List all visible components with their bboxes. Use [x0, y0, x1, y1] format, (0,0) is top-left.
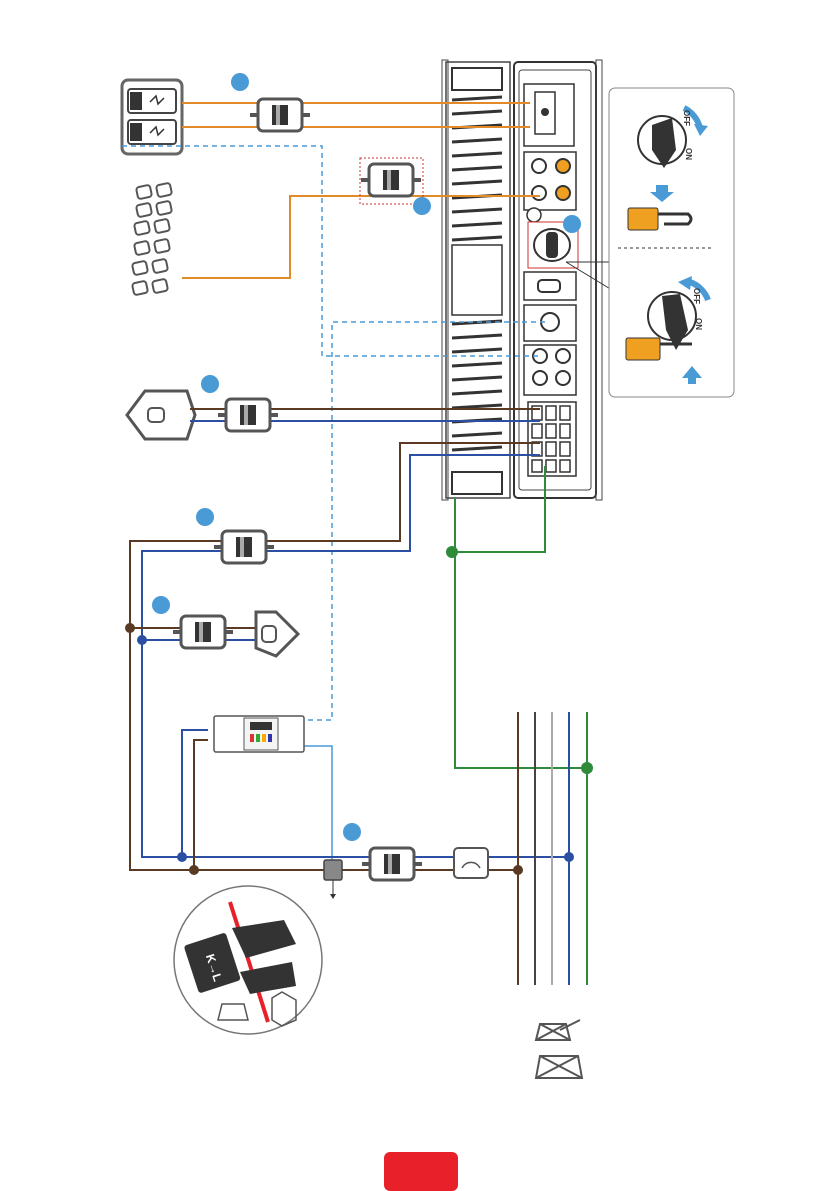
energy-meter-icon	[454, 848, 488, 878]
svg-text:ON: ON	[694, 318, 703, 330]
smart-meter-icon	[214, 716, 304, 752]
ac-breaker-icon	[361, 164, 421, 196]
ac-terminal-block	[528, 402, 576, 476]
grid-tower-icon	[536, 1020, 582, 1078]
ac-breaker-icon	[173, 616, 233, 648]
pv-ports	[524, 152, 576, 210]
ac-breaker-icon	[250, 99, 310, 131]
svg-text:OFF: OFF	[682, 110, 691, 126]
step-backup-load-marker	[201, 375, 219, 393]
step-pv-marker	[413, 197, 431, 215]
step-normal-load-marker	[152, 596, 170, 614]
page-tab	[384, 1152, 458, 1191]
ac-breaker-icon	[214, 531, 274, 563]
junction-dots	[125, 546, 593, 875]
house-icon	[127, 391, 195, 439]
grid-bus	[518, 712, 587, 985]
battery-icon	[122, 80, 182, 154]
ac-breaker-icon	[218, 399, 278, 431]
step-meter-marker	[343, 823, 361, 841]
ct-clamp-detail: K→L	[174, 886, 322, 1034]
ct-icon	[324, 860, 342, 899]
step-dc-switch-marker	[563, 215, 581, 233]
house-icon	[256, 612, 298, 656]
ac-breaker-icon	[362, 848, 422, 880]
pv-panel-icon	[132, 183, 172, 296]
step-battery-marker	[231, 73, 249, 91]
step-grid-ac-marker	[196, 508, 214, 526]
svg-text:ON: ON	[684, 148, 693, 160]
svg-text:OFF: OFF	[692, 288, 701, 304]
